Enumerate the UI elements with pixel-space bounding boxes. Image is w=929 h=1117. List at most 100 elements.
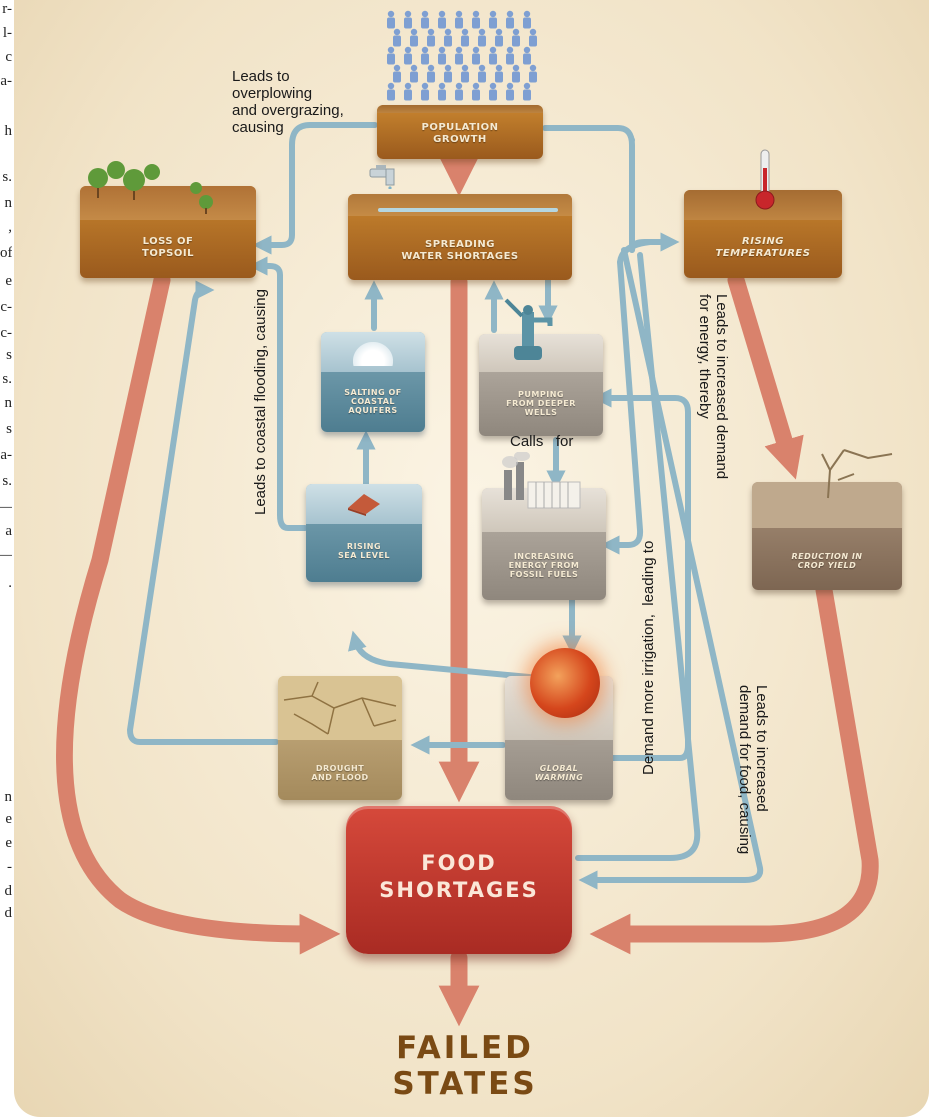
label-coastal-flooding: Leads to coastal flooding, causing bbox=[252, 289, 269, 515]
margin-text-fragment: h bbox=[4, 124, 13, 139]
submerged-house-icon bbox=[344, 490, 384, 516]
label-food-demand: Leads to increased demand for food, caus… bbox=[736, 685, 770, 855]
arrow-drought-topsoil bbox=[127, 280, 279, 745]
label-overplowing: Leads to overplowing and overgrazing, ca… bbox=[232, 68, 344, 136]
margin-text-fragment: s. bbox=[2, 372, 12, 387]
population-figures bbox=[383, 6, 537, 106]
arrow-pop-topsoil bbox=[252, 122, 378, 255]
person-icon bbox=[495, 28, 503, 47]
margin-text-fragment: a- bbox=[0, 448, 12, 463]
margin-text-fragment: s. bbox=[2, 474, 12, 489]
margin-text-fragment: n bbox=[4, 196, 13, 211]
person-icon bbox=[506, 82, 514, 101]
person-icon bbox=[478, 28, 486, 47]
arrow-food-demand bbox=[578, 247, 764, 890]
person-icon bbox=[387, 46, 395, 65]
person-icon bbox=[444, 64, 452, 83]
person-icon bbox=[455, 82, 463, 101]
margin-text-fragment: — bbox=[0, 500, 12, 515]
margin-text-fragment: e bbox=[5, 274, 12, 289]
person-icon bbox=[523, 10, 531, 29]
person-icon bbox=[529, 64, 537, 83]
margin-text-fragment: l- bbox=[2, 26, 12, 41]
person-icon bbox=[506, 10, 514, 29]
person-icon bbox=[404, 82, 412, 101]
trees-icon bbox=[86, 158, 216, 214]
arrow-food-loop bbox=[575, 252, 701, 861]
person-icon bbox=[427, 64, 435, 83]
person-icon bbox=[410, 64, 418, 83]
person-icon bbox=[461, 64, 469, 83]
label-energy-demand: Leads to increased demand for energy, th… bbox=[696, 294, 730, 480]
spreading-water-shortages-block: SPREADING WATER SHORTAGES bbox=[348, 194, 572, 280]
person-icon bbox=[387, 82, 395, 101]
margin-text-fragment: . bbox=[8, 576, 12, 591]
factory-icon bbox=[498, 451, 588, 518]
salt-pile-icon bbox=[353, 342, 393, 366]
person-icon bbox=[512, 28, 520, 47]
water-pump-icon bbox=[500, 290, 560, 370]
person-icon bbox=[427, 28, 435, 47]
person-icon bbox=[489, 82, 497, 101]
margin-text-fragment: c bbox=[5, 50, 12, 65]
margin-text-fragment: e bbox=[5, 812, 12, 827]
margin-text-fragment: a- bbox=[0, 74, 12, 89]
margin-text-fragment: , bbox=[8, 220, 12, 235]
person-icon bbox=[529, 28, 537, 47]
person-icon bbox=[410, 28, 418, 47]
margin-text-fragment: c- bbox=[0, 300, 12, 315]
arrow-crop-food bbox=[589, 581, 879, 955]
arrow-sea-topsoil bbox=[248, 256, 308, 531]
person-icon bbox=[421, 46, 429, 65]
margin-text-fragment: s bbox=[6, 348, 12, 363]
reduction-crop-yield-block: REDUCTION IN CROP YIELD bbox=[752, 482, 902, 590]
faucet-icon bbox=[366, 165, 410, 190]
person-icon bbox=[472, 82, 480, 101]
margin-text-fragment: n bbox=[4, 396, 13, 411]
globe-icon bbox=[530, 648, 600, 718]
person-icon bbox=[489, 46, 497, 65]
margin-text-fragment: s. bbox=[2, 170, 12, 185]
person-icon bbox=[438, 82, 446, 101]
cracked-earth-icon bbox=[282, 680, 398, 736]
margin-text-fragment: c- bbox=[0, 326, 12, 341]
margin-text-fragment: e bbox=[5, 836, 12, 851]
person-icon bbox=[523, 82, 531, 101]
person-icon bbox=[478, 64, 486, 83]
margin-text-fragment: - bbox=[7, 860, 12, 875]
person-icon bbox=[421, 82, 429, 101]
person-icon bbox=[506, 46, 514, 65]
margin-text-fragment: of bbox=[0, 246, 12, 261]
person-icon bbox=[393, 64, 401, 83]
salting-coastal-aquifers-block: SALTING OF COASTAL AQUIFERS bbox=[321, 332, 425, 432]
label-calls-for: Calls for bbox=[510, 433, 574, 450]
margin-text-fragment: d bbox=[4, 906, 13, 921]
label-irrigation: Demand more irrigation, leading to bbox=[640, 540, 657, 775]
margin-text-fragment: — bbox=[0, 548, 12, 563]
person-icon bbox=[512, 64, 520, 83]
person-icon bbox=[472, 10, 480, 29]
margin-text-fragment: r- bbox=[2, 2, 12, 17]
water-stream bbox=[378, 208, 558, 212]
person-icon bbox=[461, 28, 469, 47]
arrow-topsoil-food bbox=[55, 271, 341, 955]
person-icon bbox=[472, 46, 480, 65]
margin-text-fragment: s bbox=[6, 422, 12, 437]
margin-text-fragment: a bbox=[5, 524, 12, 539]
arrow-temp-energy bbox=[600, 239, 653, 555]
person-icon bbox=[421, 10, 429, 29]
person-icon bbox=[489, 10, 497, 29]
arrow-warming-pumping bbox=[592, 388, 691, 761]
arrow-warming-sea bbox=[348, 630, 543, 681]
person-icon bbox=[495, 64, 503, 83]
population-growth-block: POPULATION GROWTH bbox=[377, 105, 543, 159]
person-icon bbox=[387, 10, 395, 29]
margin-text-fragment: d bbox=[4, 884, 13, 899]
person-icon bbox=[393, 28, 401, 47]
person-icon bbox=[438, 46, 446, 65]
rising-sea-level-block: RISING SEA LEVEL bbox=[306, 484, 422, 582]
increasing-energy-block: INCREASING ENERGY FROM FOSSIL FUELS bbox=[482, 488, 606, 600]
drought-and-flood-block: DROUGHT AND FLOOD bbox=[278, 676, 402, 800]
arrow-pop-right bbox=[542, 125, 635, 253]
